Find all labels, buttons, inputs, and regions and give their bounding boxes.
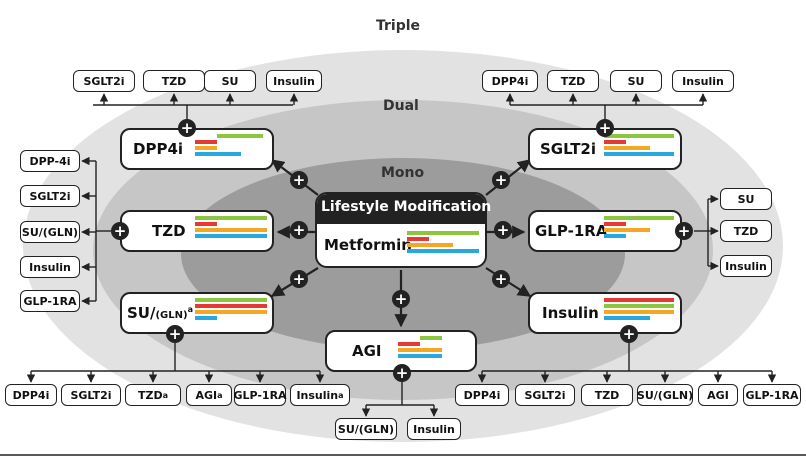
option-box: GLP-1RA	[233, 384, 287, 406]
option-label: SGLT2i	[70, 388, 112, 402]
option-label: GLP-1RA	[233, 388, 287, 402]
plus-icon: +	[290, 270, 308, 288]
option-label: SU/(GLN)	[21, 225, 79, 239]
plus-icon: +	[494, 221, 512, 239]
option-box: SGLT2i	[61, 384, 121, 406]
option-label: SGLT2i	[524, 388, 566, 402]
plus-icon: +	[393, 364, 411, 382]
option-box: TZD	[547, 70, 599, 92]
option-label: DPP4i	[12, 388, 50, 402]
option-label: TZD	[733, 224, 759, 238]
option-label: Insulin	[273, 74, 315, 88]
lifestyle-title: Lifestyle Modification	[321, 199, 492, 215]
option-footnote-mark: a	[217, 390, 223, 400]
option-label: Insulin	[296, 388, 339, 402]
option-box: TZD	[581, 384, 633, 406]
plus-icon: +	[620, 325, 638, 343]
option-box: DPP4i	[455, 384, 509, 406]
option-footnote-mark: a	[162, 390, 169, 400]
option-label: Insulin	[413, 422, 455, 436]
option-label: SGLT2i	[83, 74, 125, 88]
dual-label-glp1ra: GLP-1RA	[535, 222, 608, 240]
option-box: Insulin	[20, 256, 80, 278]
metformin-center-box	[315, 192, 487, 268]
option-box: SGLT2i	[515, 384, 575, 406]
option-label: Insulin	[682, 74, 724, 88]
option-box: GLP-1RA	[743, 384, 801, 406]
option-box: GLP-1RA	[20, 290, 80, 312]
option-box: DPP4i	[482, 70, 538, 92]
level-label-triple: Triple	[376, 18, 421, 34]
plus-icon: +	[392, 290, 410, 308]
option-label: AGI	[195, 388, 218, 402]
dual-label-sglt2i: SGLT2i	[540, 140, 597, 158]
option-label: Insulin	[725, 259, 767, 273]
option-box: Insulin	[266, 70, 322, 92]
plus-icon: +	[492, 171, 510, 189]
option-box: Insulin	[407, 418, 461, 440]
dual-label-su-sup: a	[187, 305, 193, 314]
option-label: DPP-4i	[29, 154, 71, 168]
plus-icon: +	[290, 221, 308, 239]
dual-label-su: SU/(GLN)a	[127, 304, 193, 322]
option-box: Insulin	[672, 70, 734, 92]
option-label: SU/(GLN)	[337, 422, 395, 436]
option-box: TZD	[720, 220, 772, 242]
option-box: SGLT2i	[20, 185, 80, 207]
option-label: SU	[737, 192, 755, 206]
plus-icon: +	[290, 171, 308, 189]
dual-label-dpp4i: DPP4i	[133, 140, 184, 158]
level-label-mono: Mono	[381, 165, 425, 181]
option-label: TZD	[161, 74, 187, 88]
option-label: SU	[627, 74, 645, 88]
dual-label-agi: AGI	[352, 342, 382, 360]
dual-label-insulin: Insulin	[542, 304, 599, 322]
option-label: TZD	[137, 388, 163, 402]
option-label: SU/(GLN)	[636, 388, 694, 402]
option-box: TZD	[143, 70, 205, 92]
option-label: TZD	[560, 74, 586, 88]
option-box: Insulin	[720, 255, 772, 277]
option-box: SGLT2i	[73, 70, 135, 92]
option-label: GLP-1RA	[23, 294, 77, 308]
metformin-label: Metformin	[324, 236, 412, 254]
plus-icon: +	[178, 119, 196, 137]
plus-icon: +	[675, 222, 693, 240]
plus-icon: +	[166, 325, 184, 343]
option-box: DPP-4i	[20, 150, 80, 172]
option-label: DPP4i	[491, 74, 529, 88]
plus-icon: +	[492, 270, 510, 288]
option-label: SU	[221, 74, 239, 88]
dual-label-tzd: TZD	[152, 222, 186, 240]
option-footnote-mark: a	[338, 390, 344, 400]
option-label: DPP4i	[463, 388, 501, 402]
option-box: SU	[204, 70, 256, 92]
option-box: SU/(GLN)	[637, 384, 693, 406]
option-label: GLP-1RA	[745, 388, 799, 402]
option-box: SU	[720, 188, 772, 210]
option-box: SU/(GLN)	[20, 221, 80, 243]
option-label: SGLT2i	[29, 189, 71, 203]
option-label: AGI	[707, 388, 729, 402]
dual-label-su-gln: (GLN)	[155, 310, 188, 321]
dual-label-su-main: SU/	[127, 304, 156, 322]
option-label: Insulin	[29, 260, 71, 274]
option-box: SU	[610, 70, 662, 92]
option-box: SU/(GLN)	[335, 418, 397, 440]
plus-icon: +	[596, 119, 614, 137]
option-label: TZD	[594, 388, 620, 402]
plus-icon: +	[111, 222, 129, 240]
option-box: DPP4i	[5, 384, 57, 406]
option-box: AGI	[698, 384, 738, 406]
level-label-dual: Dual	[383, 98, 419, 114]
